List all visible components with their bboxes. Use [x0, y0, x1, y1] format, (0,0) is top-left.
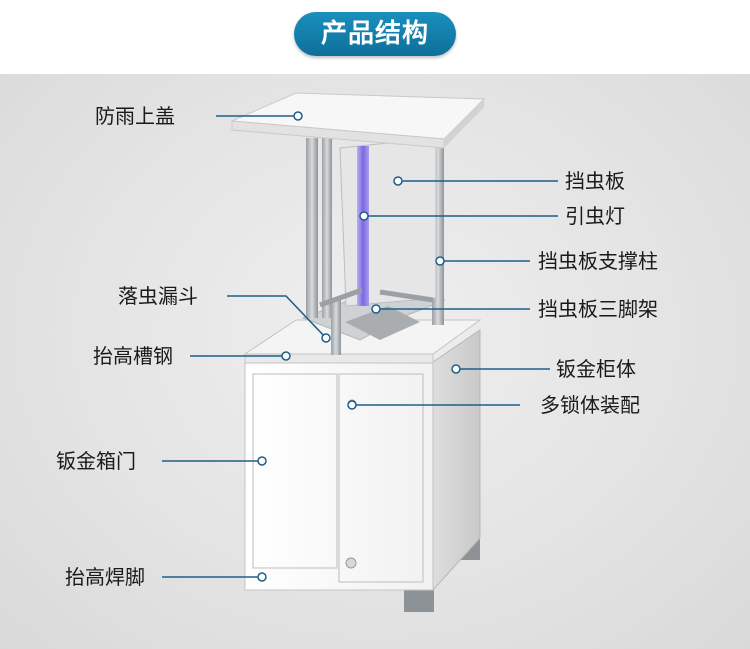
- label-raise-channel: 抬高槽钢: [93, 344, 173, 368]
- label-funnel: 落虫漏斗: [118, 284, 198, 308]
- baffle-plate: [339, 137, 437, 307]
- label-baffle-column: 挡虫板支撑柱: [538, 249, 658, 273]
- label-lure-lamp: 引虫灯: [565, 204, 625, 228]
- cabinet-body: [244, 329, 481, 592]
- rain-cover: [231, 92, 486, 149]
- label-baffle-tripod: 挡虫板三脚架: [538, 297, 658, 321]
- baffle-tripod: [319, 287, 434, 308]
- label-raise-feet: 抬高焊脚: [65, 565, 145, 589]
- label-cabinet: 钣金柜体: [556, 357, 636, 381]
- header: 产品结构: [0, 0, 750, 74]
- lure-lamp: [357, 146, 369, 306]
- label-multi-lock: 多锁体装配: [540, 393, 640, 417]
- section-title: 产品结构: [294, 12, 456, 56]
- leader-dots: [257, 111, 461, 582]
- label-cabinet-door: 钣金箱门: [56, 449, 136, 473]
- leader-lines: [162, 115, 558, 578]
- label-baffle: 挡虫板: [565, 169, 625, 193]
- label-rain-cover: 防雨上盖: [95, 104, 175, 128]
